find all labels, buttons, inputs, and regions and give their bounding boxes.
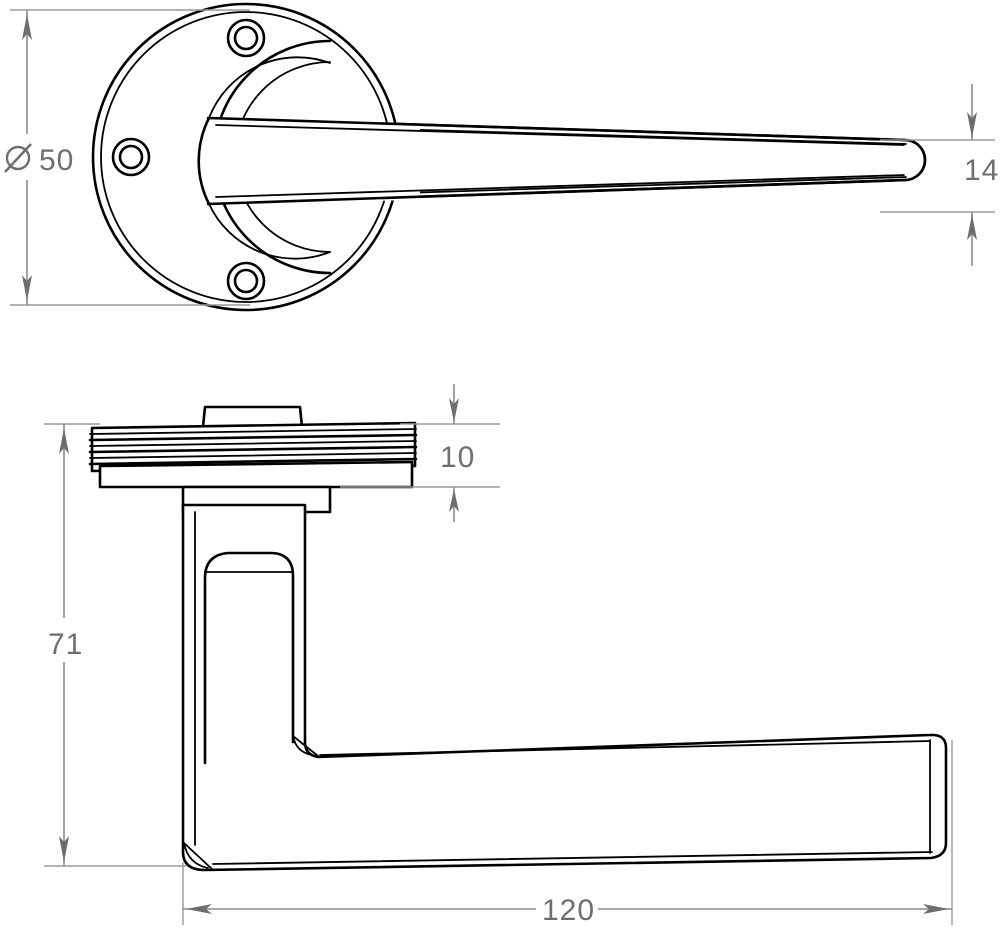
lever-hub-mask: [208, 118, 420, 204]
length-120-label: 120: [542, 894, 595, 927]
length-120-arrow-right: [923, 904, 949, 914]
thread-line-4: [88, 445, 418, 454]
fixing-hole-top: [226, 18, 266, 58]
dimension-width-14: 14: [880, 84, 999, 266]
elbow-inner-chamfer-line: [292, 735, 319, 757]
diameter-symbol-icon: [4, 143, 32, 173]
height-71-arrow-top: [59, 428, 69, 454]
thread-line-1: [89, 428, 417, 435]
elbow-outer-chamfer-line: [183, 842, 213, 870]
fixing-hole-bottom: [226, 261, 266, 301]
dimension-height-71: 71: [44, 423, 186, 867]
lever-bottom-outline: [206, 178, 907, 206]
lever-arm-top-edge: [319, 740, 931, 756]
elbow-outer-chamfer-arc: [183, 842, 209, 869]
rosette-base-flange: [98, 460, 414, 489]
height-10-arrow-top: [449, 398, 459, 422]
height-71-label: 71: [48, 628, 83, 661]
fixing-hole-left: [111, 137, 151, 177]
lever-top-outline: [206, 116, 907, 142]
dimension-length-120: 120: [182, 740, 953, 927]
thread-line-6: [88, 457, 418, 466]
height-10-label: 10: [440, 441, 475, 474]
elbow-inner-chamfer-arc: [292, 735, 313, 756]
rosette-boss-top-arc: [208, 56, 331, 119]
diameter-50-label: 50: [39, 144, 74, 177]
rosette-thread-lines: [88, 428, 418, 466]
diameter-50-arrow-top: [22, 14, 32, 40]
length-120-arrow-left: [186, 904, 212, 914]
thread-line-3: [89, 440, 417, 447]
lever-inner-bottom-line: [215, 174, 905, 198]
thread-line-2: [88, 433, 418, 442]
diameter-50-arrow-bottom: [22, 275, 32, 301]
lever-hub-root-arc: [197, 116, 211, 206]
thread-line-5: [89, 452, 417, 459]
lever-tip-round: [903, 138, 927, 182]
lever-inner-top-line: [215, 124, 905, 146]
height-10-arrow-bottom: [449, 489, 459, 512]
lever-arm-bottom-edge: [212, 851, 933, 865]
stem-inner-chamfer: [203, 551, 295, 765]
top-view: [91, 2, 927, 312]
width-14-arrow-top: [967, 112, 977, 138]
dimension-height-10: 10: [340, 384, 500, 522]
dimension-diameter-50: 50: [4, 9, 250, 306]
rosette-boss-bottom-arc: [208, 203, 331, 260]
lever-body-side: [181, 503, 948, 872]
side-view: [88, 405, 948, 872]
height-71-arrow-bottom: [59, 836, 69, 862]
width-14-label: 14: [964, 154, 999, 187]
width-14-arrow-bottom: [967, 214, 977, 240]
